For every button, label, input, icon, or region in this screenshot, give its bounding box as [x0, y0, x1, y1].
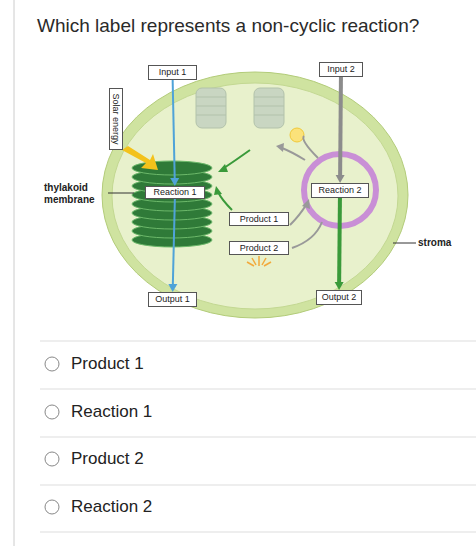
radio-buttons — [45, 357, 59, 514]
outer-membrane — [102, 72, 408, 318]
flow-arrow — [335, 198, 344, 290]
part-label: thylakoid membrane — [44, 182, 110, 205]
label-box: Product 2 — [229, 241, 289, 255]
answer-option: Reaction 1 — [71, 402, 371, 422]
granum-stack — [132, 161, 212, 247]
label-box: Reaction 2 — [311, 183, 369, 198]
label-box: Input 2 — [319, 62, 363, 77]
answer-option: Product 1 — [71, 354, 371, 374]
cycle-arrows — [214, 136, 322, 248]
label-box: Output 1 — [148, 292, 197, 307]
page-border — [14, 0, 15, 546]
energy-burst — [247, 256, 271, 266]
part-label: Solar energy — [109, 88, 123, 150]
box-text: Reaction 2 — [318, 186, 361, 195]
flow-arrow — [170, 80, 179, 186]
label-box: Input 1 — [148, 65, 197, 80]
leader-line — [108, 193, 134, 194]
box-text: Output 2 — [322, 293, 357, 302]
leader-line — [393, 243, 416, 244]
flow-arrow — [168, 199, 177, 292]
inner-membrane — [112, 83, 398, 309]
box-text: Product 1 — [240, 215, 279, 224]
light-arrow — [122, 146, 158, 170]
question-title: Which label represents a non-cyclic reac… — [37, 15, 467, 37]
box-text: Reaction 1 — [153, 188, 196, 197]
flow-arrow — [336, 77, 345, 183]
box-text: Product 2 — [240, 244, 279, 253]
faint-grana — [196, 88, 284, 128]
box-text: Input 1 — [159, 68, 187, 77]
box-text: Output 1 — [155, 295, 190, 304]
label-box: Reaction 1 — [145, 186, 205, 199]
box-text: Input 2 — [327, 65, 355, 74]
answer-option: Reaction 2 — [71, 497, 371, 517]
molecule-symbol — [290, 128, 304, 142]
label-box: Product 1 — [229, 212, 289, 226]
label-box: Output 2 — [316, 290, 362, 305]
part-label: stroma — [418, 237, 468, 249]
answer-option: Product 2 — [71, 449, 371, 469]
option-rules — [40, 341, 476, 532]
